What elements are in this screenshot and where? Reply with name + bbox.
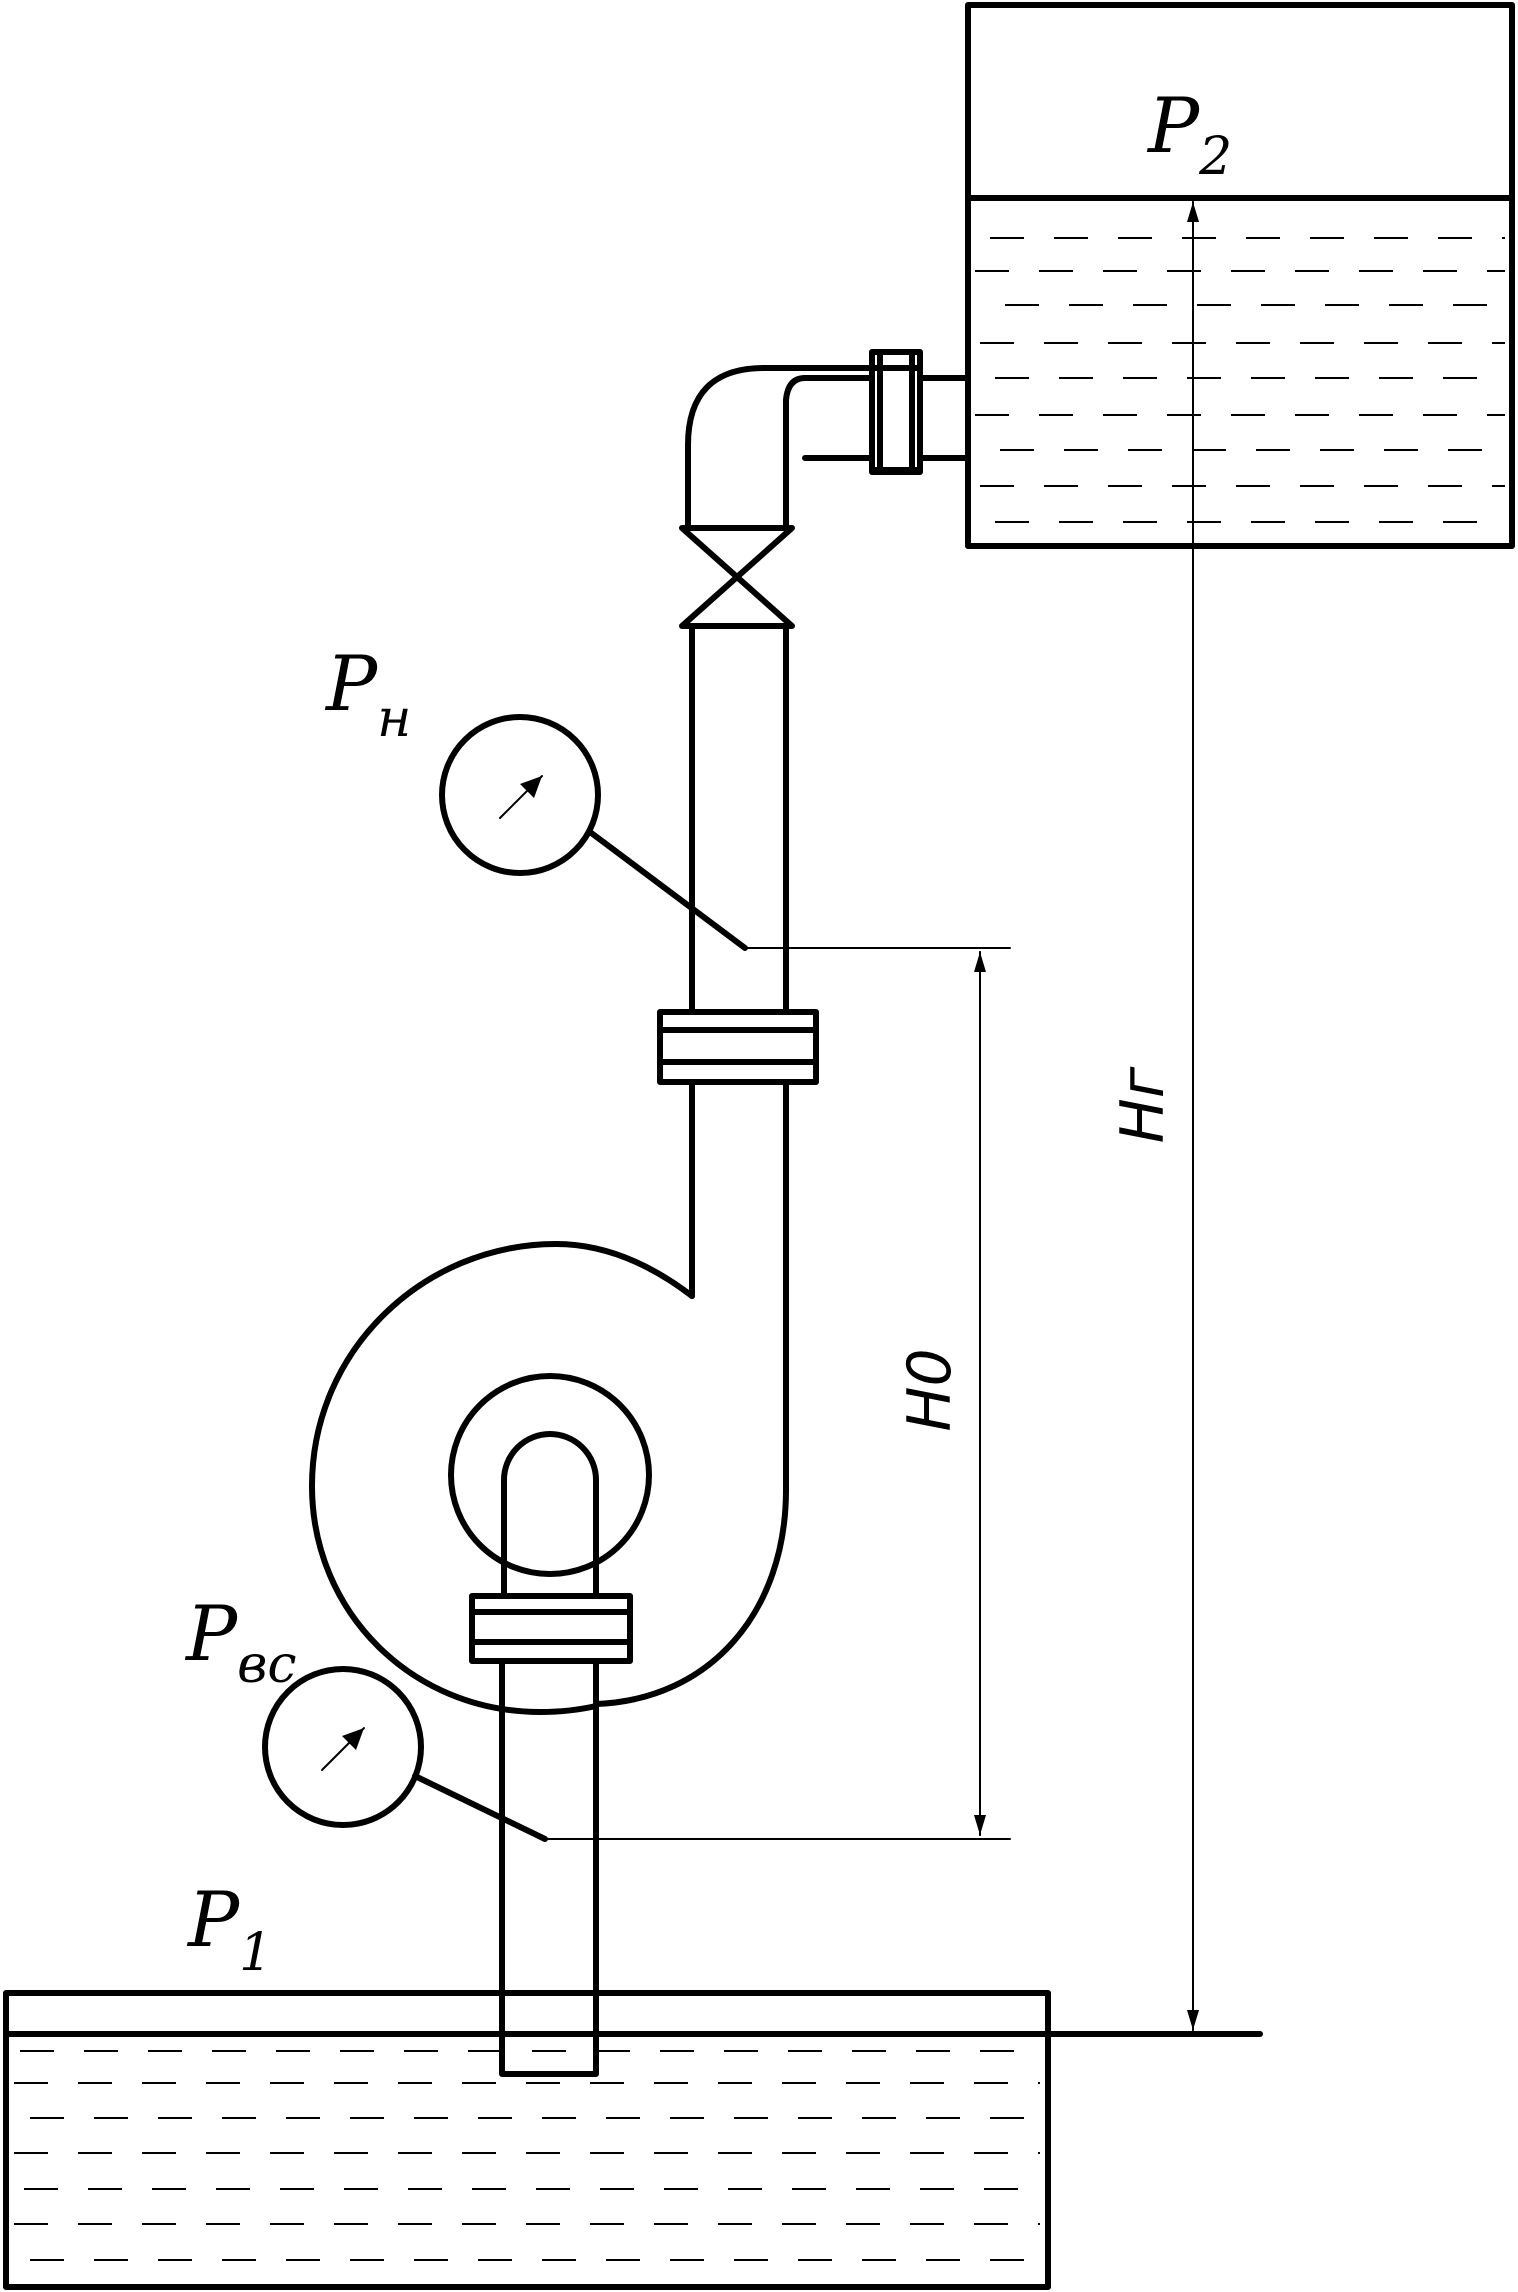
discharge-pipe <box>657 349 971 1493</box>
gate-valve <box>679 525 795 629</box>
suction-pressure-gauge <box>262 1666 548 1842</box>
pump-impeller-housing <box>448 1373 652 1577</box>
label-p-suction: Pвс <box>184 1589 297 1695</box>
gauge-needle-icon <box>520 776 542 798</box>
suction-flange <box>469 1593 633 1664</box>
label-gauge-distance: Н0 <box>895 1348 965 1431</box>
lower-tank-water-hatch <box>14 2050 1040 2261</box>
discharge-flange <box>869 349 923 475</box>
upper-tank-water-hatch <box>975 237 1505 523</box>
dimension-h0 <box>544 947 1011 1840</box>
label-p1: P1 <box>186 1875 272 1983</box>
lower-tank <box>3 1990 1263 2290</box>
label-p-discharge: Pн <box>324 639 411 749</box>
discharge-pressure-gauge <box>439 714 748 951</box>
label-p2: P2 <box>1146 81 1232 187</box>
pump-volute <box>309 1241 789 1715</box>
upper-tank <box>965 2 1515 549</box>
gauge-needle-icon <box>342 1728 364 1750</box>
label-geometric-head: Нг <box>1108 1066 1178 1143</box>
suction-pipe <box>469 1585 633 2077</box>
discharge-pipe-flange <box>657 1009 819 1085</box>
